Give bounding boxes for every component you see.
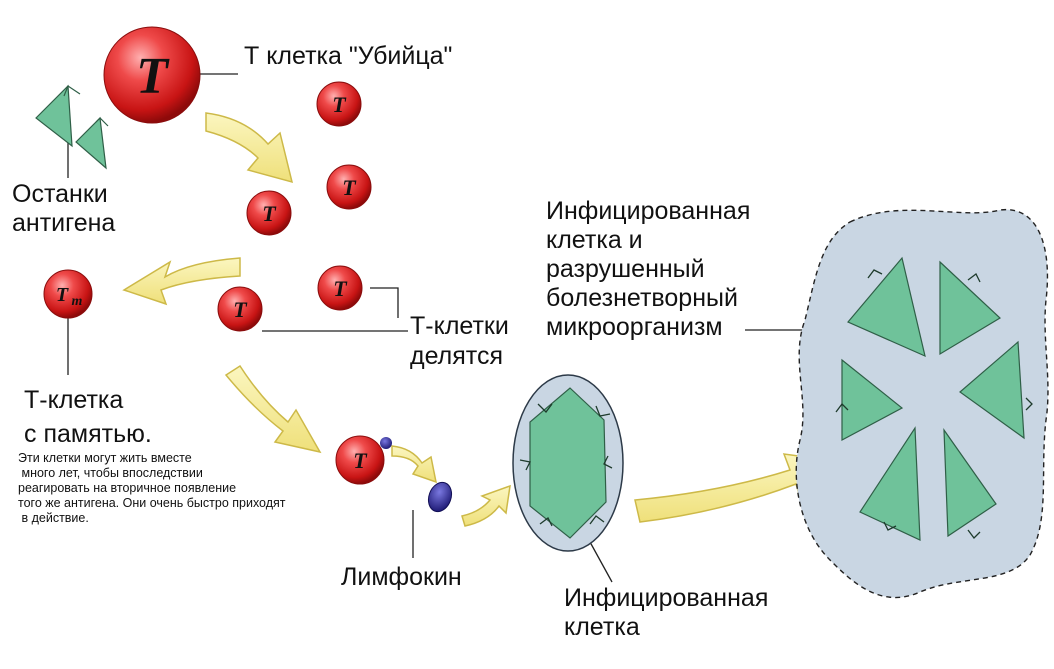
leader-infected-cell	[590, 542, 612, 582]
t-cell-divided: T	[247, 191, 291, 235]
t-cell-letter: T	[333, 276, 348, 301]
label-t-cells-divide: Т-клетки делятся	[410, 311, 509, 371]
t-cell-letter: T	[353, 448, 368, 473]
memory-note: Эти клетки могут жить вместе много лет, …	[18, 451, 286, 526]
t-cell-letter: T	[332, 92, 347, 117]
leader-divide-2	[370, 288, 398, 318]
memory-t-subscript: m	[72, 294, 83, 309]
destroyed-cell	[796, 210, 1048, 598]
t-cell-divided: T	[218, 287, 262, 331]
memory-t-cell: T m	[44, 270, 92, 318]
antigen-fragment	[36, 86, 72, 146]
arrow-to-infected	[462, 486, 510, 526]
label-memory-t-cell: Т-клетка с памятью.	[24, 383, 152, 451]
killer-t-letter: T	[136, 48, 170, 105]
t-cell-letter: T	[233, 297, 248, 322]
t-cell-letter: T	[342, 175, 357, 200]
infected-cell	[513, 375, 623, 551]
t-cell-divided: T	[318, 266, 362, 310]
t-cell-divided: T	[327, 165, 371, 209]
lymphokine-bud	[380, 437, 392, 449]
arrow-lymph-cell	[226, 366, 320, 452]
label-infected-cell: Инфицированная клетка	[564, 584, 768, 642]
t-cell-lymphokine: T	[336, 436, 392, 484]
label-killer-t-cell: Т клетка "Убийца"	[244, 42, 452, 71]
arrow-lymphokine	[392, 446, 436, 482]
killer-t-cell: T	[104, 27, 200, 123]
arrow-divide	[206, 113, 292, 182]
label-infected-destroyed: Инфицированная клетка и разрушенный боле…	[546, 197, 750, 342]
memory-t-letter: T	[56, 284, 69, 306]
antigen-remains	[36, 86, 108, 168]
lymphokine	[425, 479, 456, 515]
t-cell-divided: T	[317, 82, 361, 126]
label-lymphokine: Лимфокин	[341, 563, 462, 592]
antigen-fragment	[76, 118, 106, 168]
label-antigen-remains: Останки антигена	[12, 180, 115, 238]
t-cell-letter: T	[262, 201, 277, 226]
